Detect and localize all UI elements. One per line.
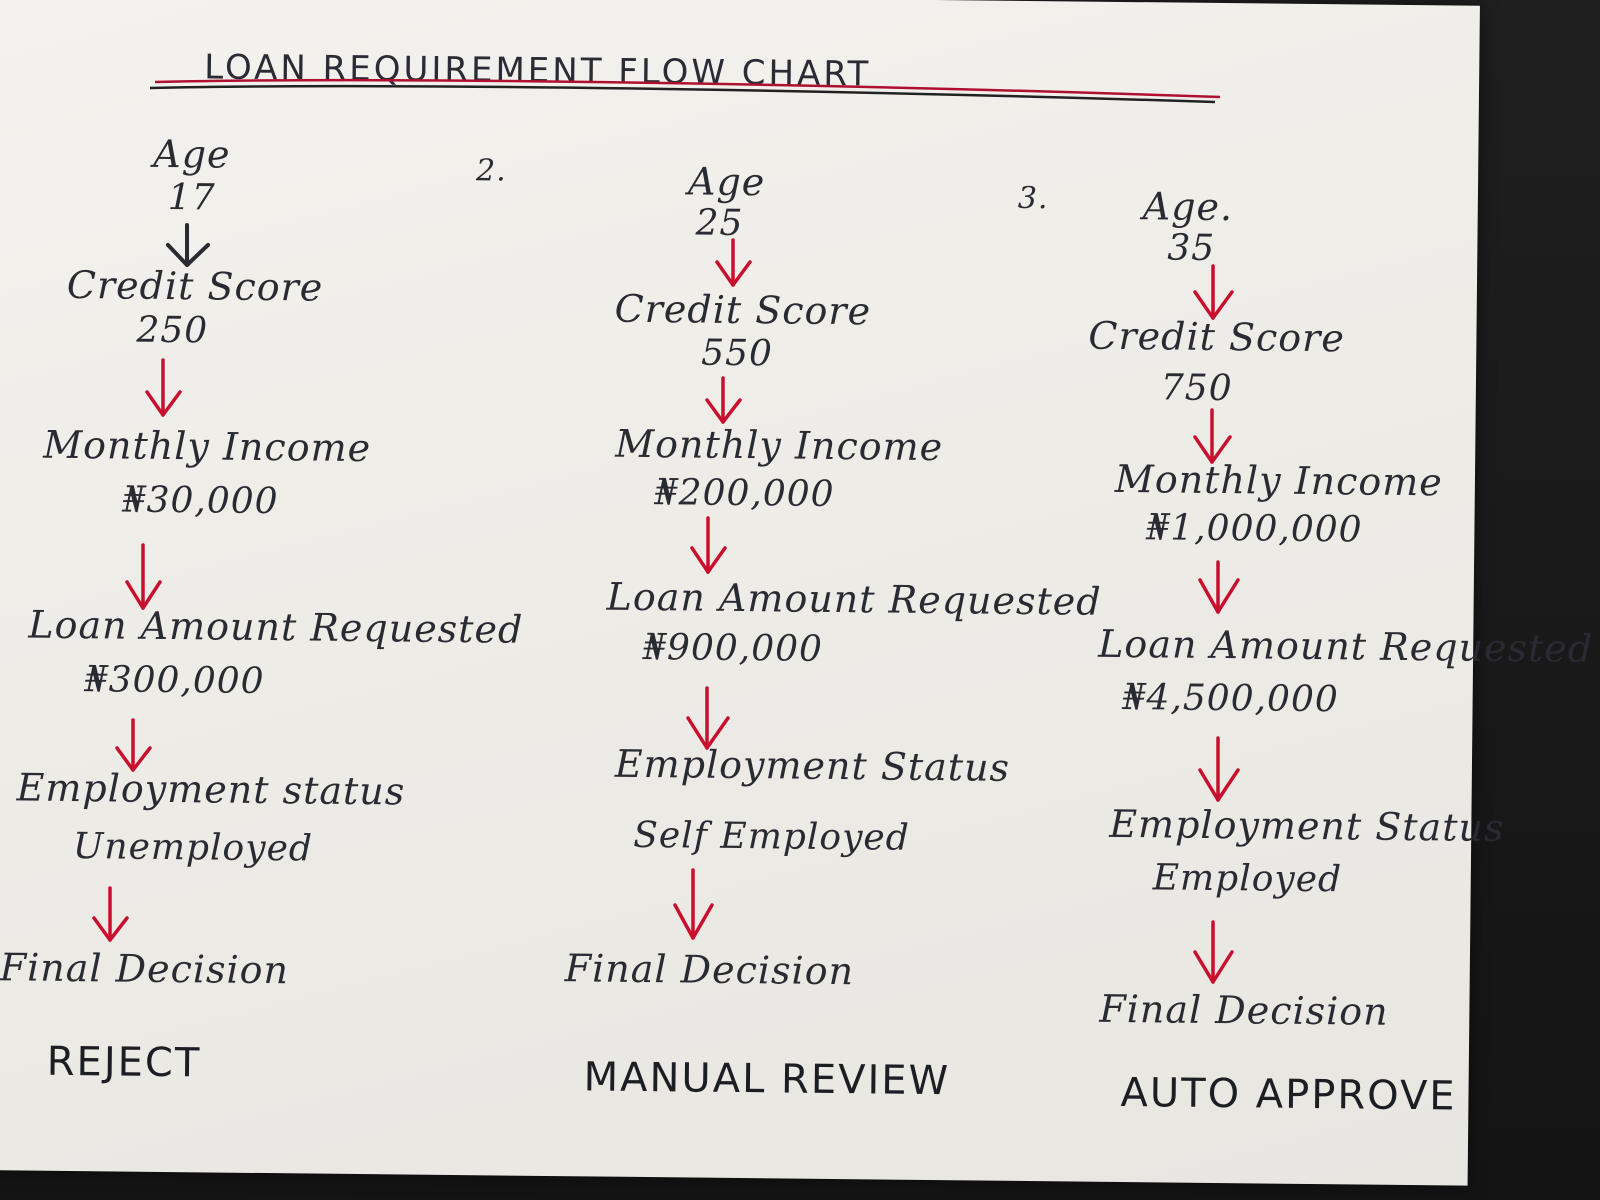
flow3-credit-label: Credit Score [1088, 313, 1346, 361]
flow1-decision: REJECT [46, 1038, 202, 1087]
flow3-income-label: Monthly Income [1114, 456, 1444, 505]
flow2-loan-label: Loan Amount Requested [606, 574, 1102, 624]
flow3-income-value: ₦1,000,000 [1146, 507, 1363, 551]
flow2-decision: MANUAL REVIEW [583, 1054, 951, 1105]
flow3-employment-value: Employed [1152, 857, 1343, 901]
flow2-final-label: Final Decision [564, 946, 855, 994]
flow1-age-value: 17 [167, 176, 216, 219]
flow1-age-label: Age [153, 131, 231, 177]
flow2-credit-label: Credit Score [614, 286, 872, 334]
flow3-decision: AUTO APPROVE [1120, 1070, 1457, 1120]
flow3-credit-value: 750 [1160, 367, 1233, 410]
flow2-age-value: 25 [695, 202, 744, 245]
flow1-loan-value: ₦300,000 [84, 659, 265, 703]
flow2-age-label: Age [687, 159, 766, 205]
flow3-number: 3. [1017, 180, 1049, 217]
flow1-final-label: Final Decision [0, 945, 290, 993]
flow3-loan-value: ₦4,500,000 [1122, 677, 1339, 721]
flow3-loan-label: Loan Amount Requested [1097, 621, 1594, 671]
flow1-credit-label: Credit Score [66, 262, 324, 310]
flow1-income-value: ₦30,000 [122, 479, 279, 523]
flow3-final-label: Final Decision [1099, 986, 1389, 1034]
flow2-employment-label: Employment Status [614, 741, 1011, 790]
flow2-employment-value: Self Employed [632, 814, 910, 859]
flow1-employment-value: Unemployed [72, 826, 314, 870]
flow2-credit-value: 550 [701, 332, 774, 375]
flow3-employment-label: Employment Status [1109, 801, 1505, 851]
chart-title: LOAN REQUIREMENT FLOW CHART [203, 47, 872, 95]
flow2-loan-value: ₦900,000 [642, 626, 824, 670]
flow3-age-value: 35 [1167, 227, 1216, 269]
flow2-number: 2. [475, 153, 507, 189]
flow2-income-label: Monthly Income [615, 421, 944, 470]
flow2-income-value: ₦200,000 [654, 472, 835, 515]
flow1-loan-label: Loan Amount Requested [28, 602, 524, 652]
flow1-employment-label: Employment status [16, 765, 406, 814]
flow1-credit-value: 250 [136, 309, 209, 352]
flow1-income-label: Monthly Income [43, 422, 372, 471]
flow3-age-label: Age. [1142, 184, 1234, 230]
